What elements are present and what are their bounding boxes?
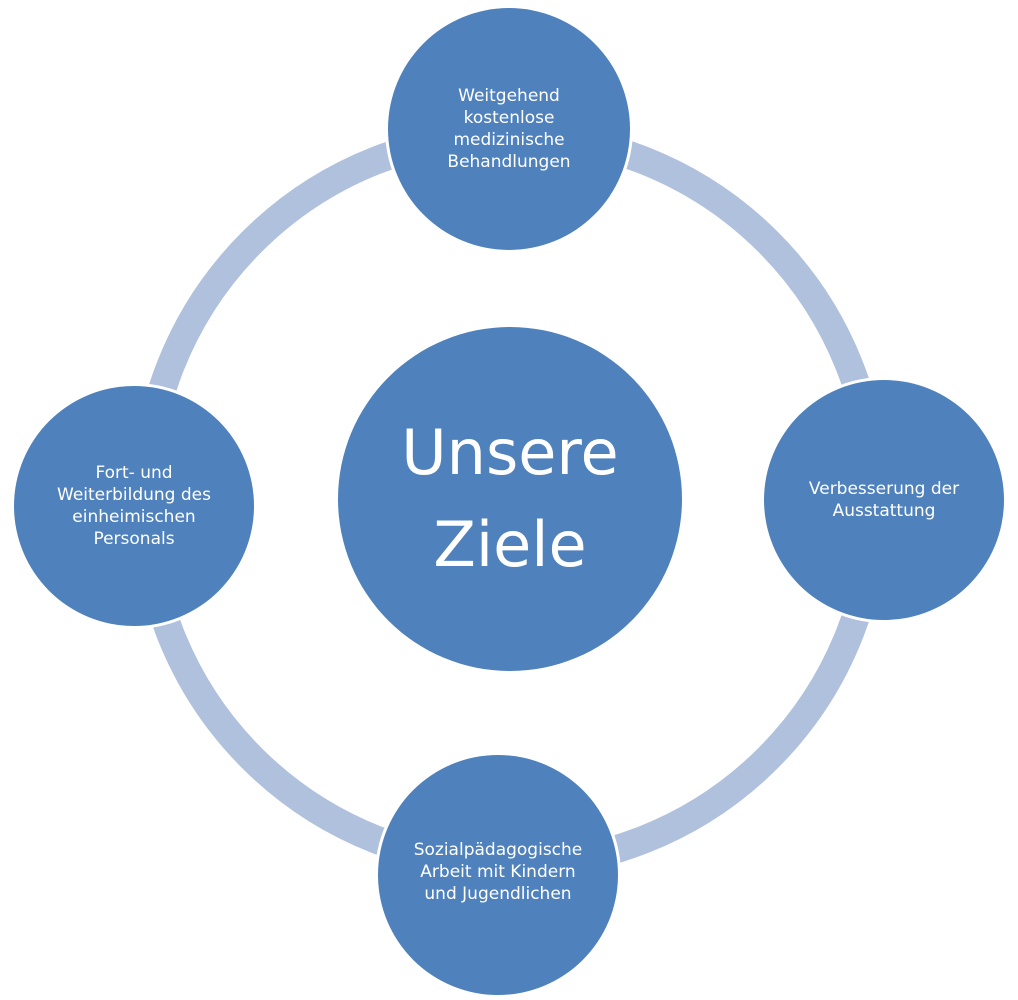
goal-label-social-work: Sozialpädagogische Arbeit mit Kindern un…	[413, 840, 583, 904]
goal-node-medical-treatment: Weitgehend kostenlose medizinische Behan…	[388, 8, 630, 250]
goal-node-staff-training: Fort- und Weiterbildung des einheimische…	[14, 386, 254, 626]
center-node-goals: Unsere Ziele	[338, 327, 682, 671]
goal-node-equipment: Verbesserung der Ausstattung	[764, 380, 1004, 620]
center-title: Unsere Ziele	[401, 416, 619, 581]
goal-label-equipment: Verbesserung der Ausstattung	[808, 479, 960, 521]
goal-label-staff-training: Fort- und Weiterbildung des einheimische…	[57, 463, 211, 549]
goal-node-social-work: Sozialpädagogische Arbeit mit Kindern un…	[378, 755, 618, 995]
goal-label-medical-treatment: Weitgehend kostenlose medizinische Behan…	[447, 86, 571, 172]
